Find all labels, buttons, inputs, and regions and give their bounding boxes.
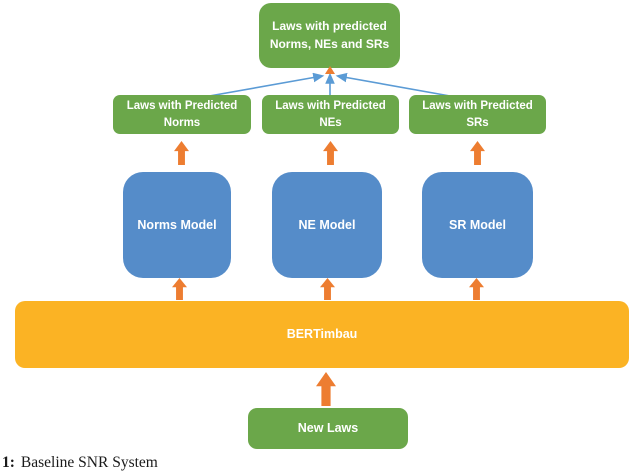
node-laws-predicted-norms-label: Laws with Predicted Norms (126, 99, 238, 129)
node-ne-model: NE Model (272, 172, 382, 278)
node-sr-model: SR Model (422, 172, 533, 278)
node-norms-model-label: Norms Model (137, 217, 217, 232)
node-laws-predicted-srs-label: Laws with Predicted SRs (422, 99, 533, 129)
figure-caption-number: 1: (2, 454, 15, 471)
up-arrow-icon-ne-model (320, 278, 335, 300)
orange-tip-icon (325, 66, 335, 74)
node-bertimbau: BERTimbau (15, 301, 629, 368)
node-ne-model-label: NE Model (298, 217, 356, 232)
node-final-output-label: Laws with predicted Norms, NEs and SRs (269, 19, 390, 51)
up-arrow-icon-srs-output (470, 141, 485, 165)
figure-caption: 1: Baseline SNR System (2, 454, 158, 472)
figure-caption-text: Baseline SNR System (20, 454, 158, 471)
up-arrow-icon-norms-model (172, 278, 187, 300)
up-arrow-icon-input (316, 372, 336, 406)
node-sr-model-label: SR Model (449, 217, 506, 232)
up-arrow-icon-nes-output (323, 141, 338, 165)
node-laws-predicted-nes: Laws with Predicted NEs (262, 95, 399, 134)
node-new-laws: New Laws (248, 408, 408, 449)
up-arrow-icon-sr-model (469, 278, 484, 300)
node-bertimbau-label: BERTimbau (286, 327, 358, 342)
node-norms-model: Norms Model (123, 172, 231, 278)
node-laws-predicted-nes-label: Laws with Predicted NEs (275, 99, 386, 129)
node-new-laws-label: New Laws (297, 421, 359, 436)
node-final-output: Laws with predicted Norms, NEs and SRs (259, 3, 400, 68)
up-arrow-icon-norms-output (174, 141, 189, 165)
node-laws-predicted-norms: Laws with Predicted Norms (113, 95, 251, 134)
node-laws-predicted-srs: Laws with Predicted SRs (409, 95, 546, 134)
